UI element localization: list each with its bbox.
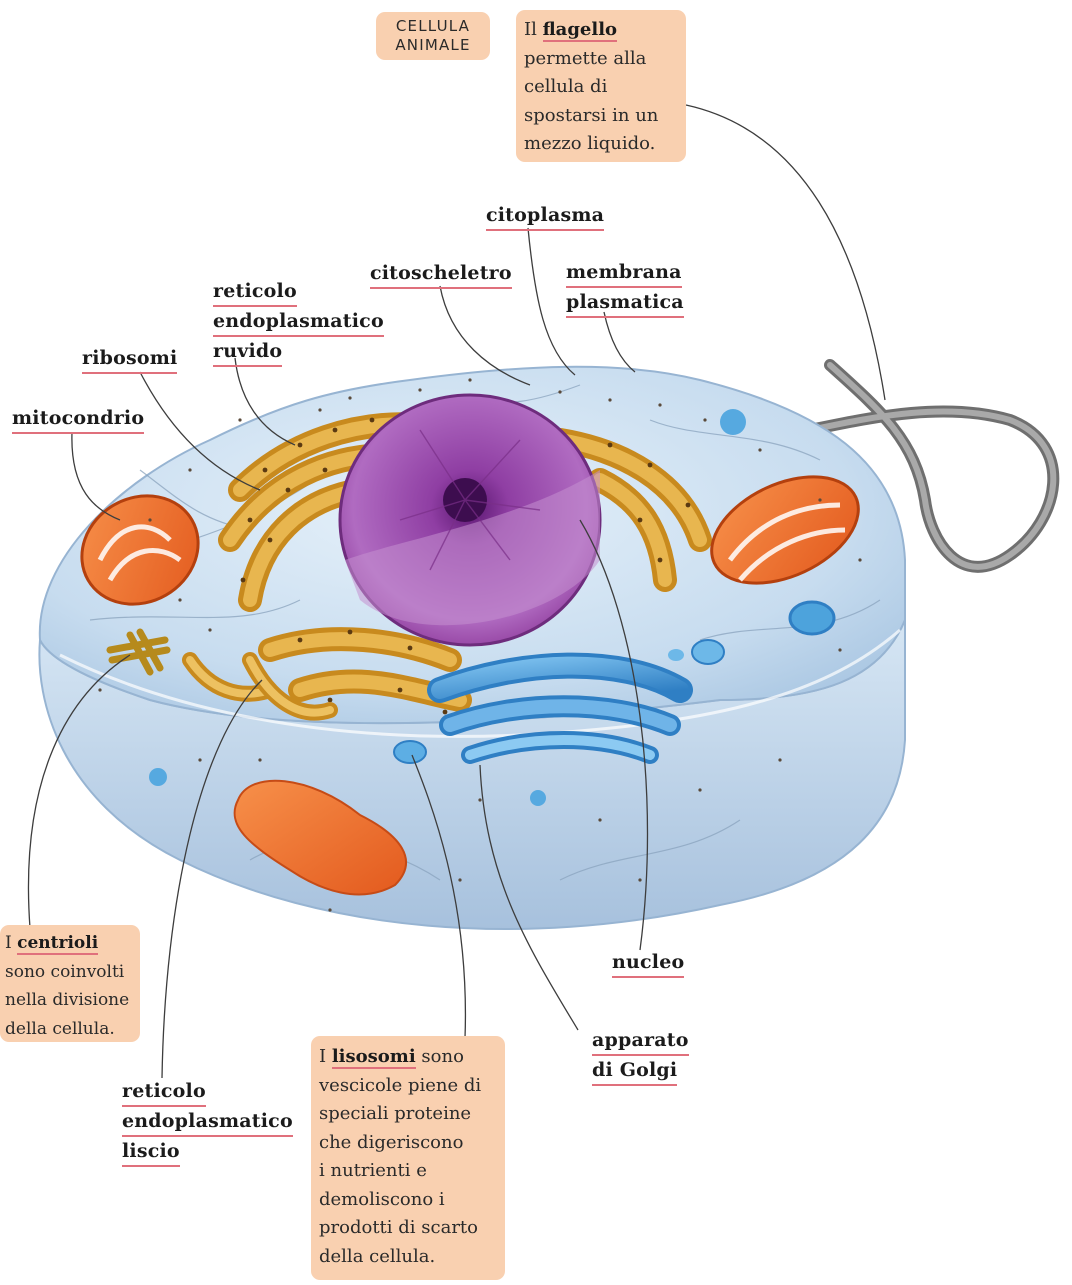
label-apparato-golgi: apparato di Golgi [592, 1026, 689, 1086]
note-flagello: Il flagello permette alla cellula di spo… [516, 10, 686, 162]
title-line-2: ANIMALE [376, 36, 490, 55]
title-badge: CELLULA ANIMALE [376, 12, 490, 60]
leader-flagello [686, 105, 885, 400]
note-lisosomi-line-1: I lisosomi sono [319, 1043, 505, 1072]
label-citoscheletro: citoscheletro [370, 259, 512, 289]
note-centrioli: I centrioli sono coinvolti nella divisio… [0, 925, 140, 1042]
title-line-1: CELLULA [376, 17, 490, 36]
note-flagello-line-1: Il flagello [524, 16, 686, 45]
note-centrioli-line-1: I centrioli [5, 929, 140, 958]
label-ribosomi: ribosomi [82, 344, 177, 374]
leader-membrana [604, 312, 635, 372]
label-mitocondrio: mitocondrio [12, 404, 144, 434]
label-membrana-plasmatica: membrana plasmatica [566, 258, 684, 318]
label-citoplasma: citoplasma [486, 201, 604, 231]
label-reticolo-liscio: reticolo endoplasmatico liscio [122, 1077, 293, 1167]
label-nucleo: nucleo [612, 948, 684, 978]
note-lisosomi: I lisosomi sono vescicole piene di speci… [311, 1036, 505, 1280]
nucleus [340, 395, 600, 645]
label-reticolo-ruvido: reticolo endoplasmatico ruvido [213, 277, 384, 367]
